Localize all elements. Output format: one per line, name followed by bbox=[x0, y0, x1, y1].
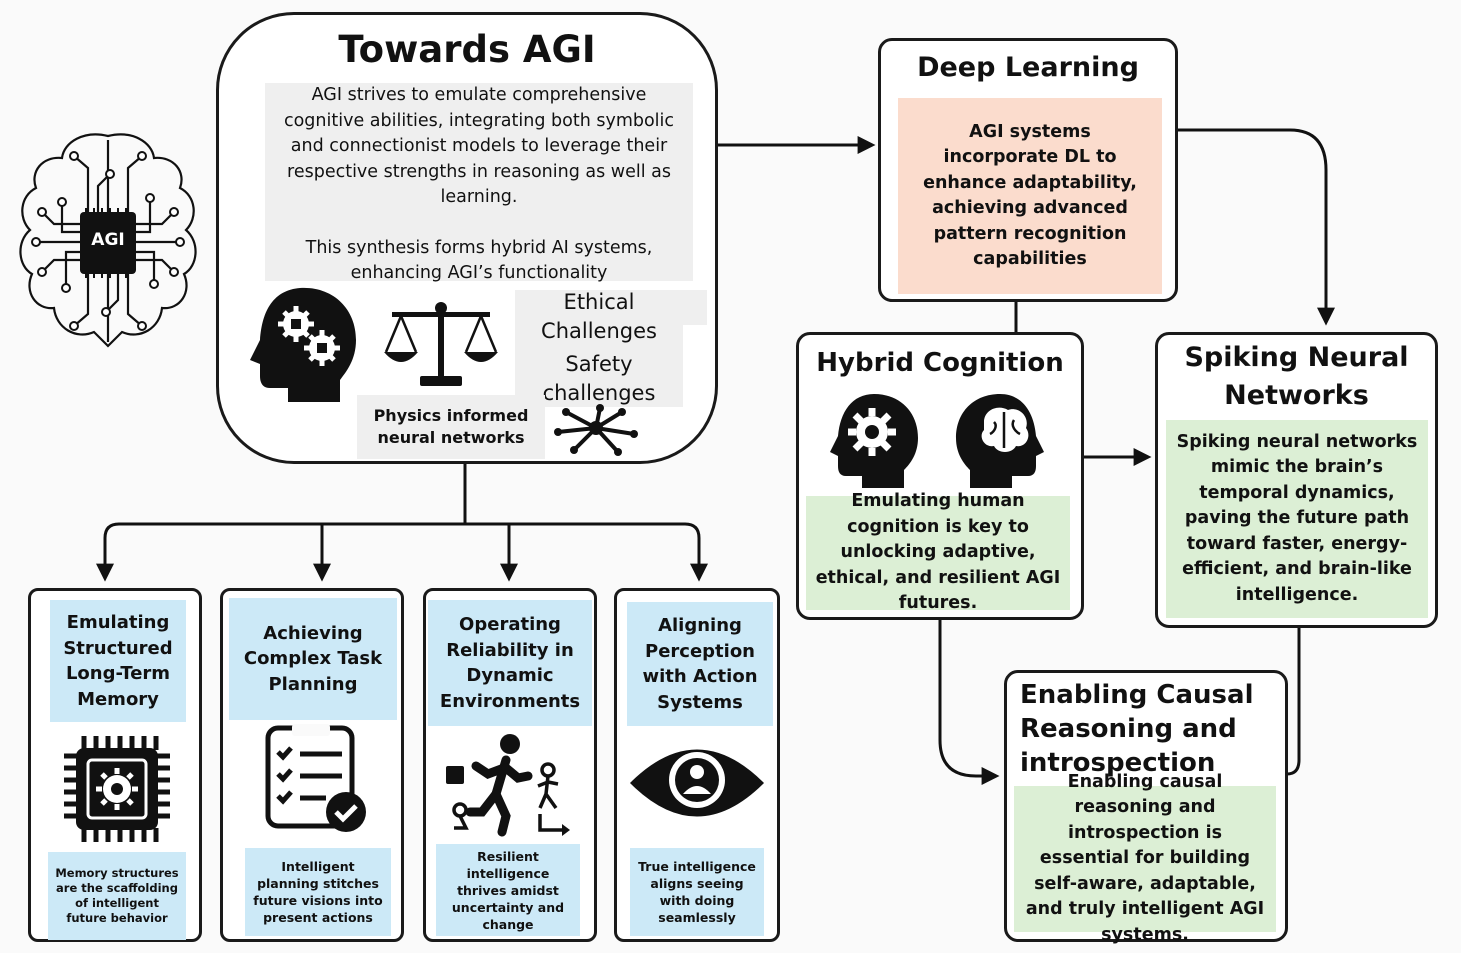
card-dynamic-title: Operating Reliability in Dynamic Environ… bbox=[428, 600, 592, 726]
spiking-title-line2: Networks bbox=[1224, 380, 1369, 411]
checklist-icon bbox=[265, 724, 366, 832]
card-planning-caption: Intelligent planning stitches future vis… bbox=[245, 848, 391, 936]
head-brain-icon bbox=[956, 394, 1044, 488]
card-perception-title: Aligning Perception with Action Systems bbox=[627, 602, 773, 726]
spiking-title-line1: Spiking Neural bbox=[1184, 342, 1409, 373]
card-memory-caption: Memory structures are the scaffolding of… bbox=[48, 852, 186, 940]
causal-title-line3: introspection bbox=[1020, 748, 1216, 778]
causal-text: Enabling causal reasoning and introspect… bbox=[1014, 772, 1276, 945]
eye-icon bbox=[630, 749, 764, 817]
agi-logo-label: AGI bbox=[91, 230, 125, 250]
deep-learning-text: AGI systems incorporate DL to enhance ad… bbox=[898, 98, 1162, 294]
safety-challenges-panel bbox=[515, 325, 683, 407]
brain-circuit-icon bbox=[19, 133, 197, 348]
running-figure-icon bbox=[446, 734, 570, 837]
arrow-dl-to-spiking bbox=[1176, 128, 1335, 326]
head-gears-icon bbox=[250, 287, 356, 402]
line-spiking-to-causal bbox=[1286, 626, 1301, 776]
hybrid-cognition-text: Emulating human cognition is key to unlo… bbox=[806, 491, 1070, 613]
towards-agi-title: Towards AGI bbox=[338, 28, 596, 71]
safety-challenges-label: Safety challenges bbox=[542, 352, 656, 405]
arrow-hybrid-to-causal bbox=[938, 618, 1000, 785]
towards-agi-para1: AGI strives to emulate comprehensive cog… bbox=[283, 85, 675, 207]
towards-agi-para2: This synthesis forms hybrid AI systems, … bbox=[305, 237, 653, 284]
head-gear-icon bbox=[830, 394, 918, 488]
card-planning-title: Achieving Complex Task Planning bbox=[229, 598, 397, 720]
network-node-icon bbox=[554, 404, 638, 456]
agi-logo: AGI bbox=[14, 128, 202, 356]
ethical-challenges-label: Ethical Challenges bbox=[541, 290, 657, 343]
card-perception-caption: True intelligence aligns seeing with doi… bbox=[630, 848, 764, 936]
card-dynamic-caption: Resilient intelligence thrives amidst un… bbox=[436, 844, 580, 936]
ethical-challenges-panel bbox=[515, 290, 707, 325]
card-memory-title: Emulating Structured Long-Term Memory bbox=[50, 600, 186, 722]
pinn-label: Physics informed neural networks bbox=[357, 395, 545, 459]
chip-gear-icon bbox=[64, 736, 170, 842]
spiking-text: Spiking neural networks mimic the brain’… bbox=[1166, 420, 1428, 618]
hybrid-cognition-title: Hybrid Cognition bbox=[816, 348, 1064, 378]
towards-agi-description: AGI strives to emulate comprehensive cog… bbox=[265, 83, 693, 283]
deep-learning-title: Deep Learning bbox=[917, 52, 1139, 83]
causal-title-line2: Reasoning and bbox=[1020, 714, 1237, 744]
causal-title-line1: Enabling Causal bbox=[1020, 680, 1254, 710]
scales-icon bbox=[384, 302, 498, 386]
